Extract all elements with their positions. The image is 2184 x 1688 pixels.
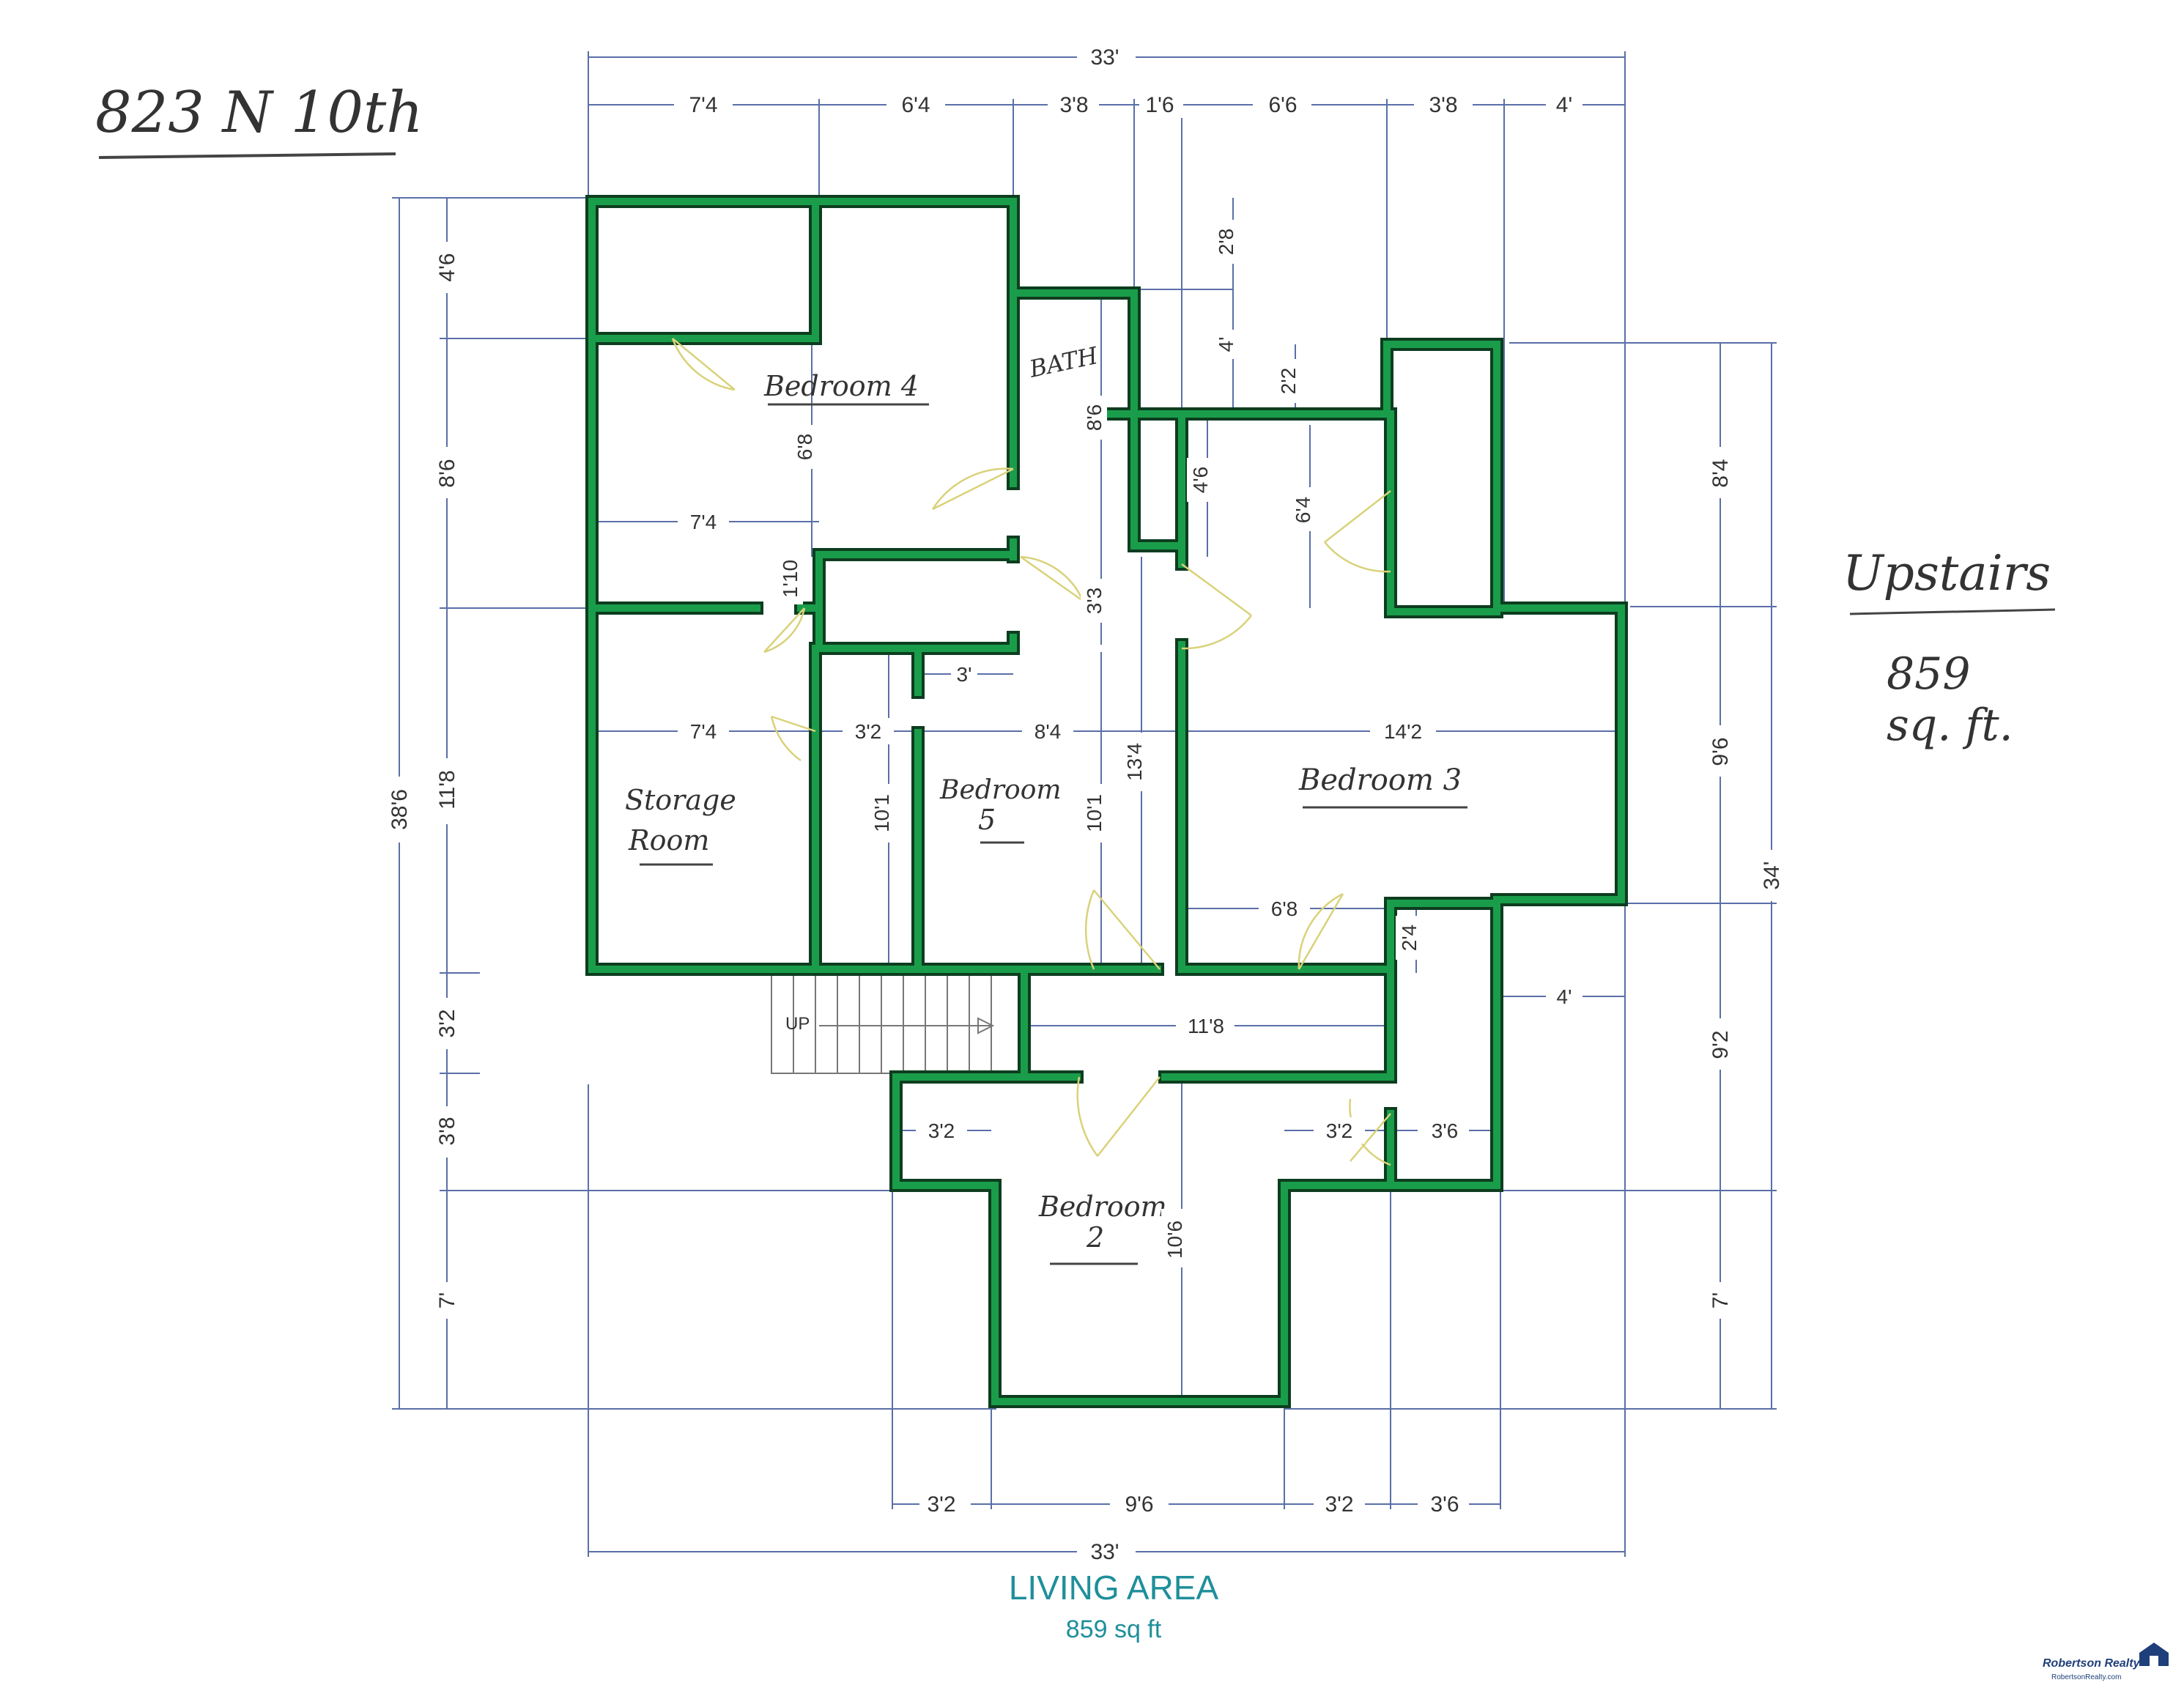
dim-right-2: 9'6 bbox=[1709, 737, 1733, 766]
dim-6-8-b: 6'8 bbox=[1271, 897, 1298, 920]
dim-top-overall: 33' bbox=[1090, 45, 1119, 70]
room-label-bedroom4: Bedroom 4 bbox=[763, 370, 919, 402]
dim-left-3: 11'8 bbox=[435, 770, 459, 810]
room-label-bedroom5-1: Bedroom bbox=[939, 775, 1062, 805]
room-label-bedroom3: Bedroom 3 bbox=[1298, 763, 1462, 797]
room-label-storage-2: Room bbox=[628, 824, 709, 856]
floor-underline bbox=[1849, 608, 2056, 615]
doors bbox=[671, 338, 1391, 1166]
dim-bottom-1: 3'2 bbox=[927, 1492, 955, 1517]
floor-label: Upstairs bbox=[1843, 545, 2051, 601]
interior-dimensions: 2'8 4' 2'2 8'6 6'8 7'4 1'10 4'6 6'4 3'3 … bbox=[678, 220, 1583, 1267]
dim-top-7: 4' bbox=[1556, 93, 1572, 117]
dim-bottom-2: 9'6 bbox=[1125, 1492, 1153, 1517]
dim-2-2: 2'2 bbox=[1277, 368, 1300, 395]
left-dimensions: 38'6 4'6 8'6 11'8 3'2 3'8 7' bbox=[387, 242, 460, 1319]
dim-10-6: 10'6 bbox=[1163, 1221, 1186, 1259]
bottom-dimensions: 3'2 9'6 3'2 3'6 33' bbox=[919, 1491, 1469, 1565]
logo-url: RobertsonRealty.com bbox=[2051, 1673, 2122, 1681]
room-label-bedroom2-2: 2 bbox=[1086, 1221, 1104, 1254]
logo-name: Robertson Realty bbox=[2043, 1657, 2140, 1670]
dim-6-4: 6'4 bbox=[1292, 497, 1314, 524]
stairs-label: UP bbox=[785, 1014, 810, 1034]
dim-right-4: 7' bbox=[1709, 1292, 1733, 1308]
dim-14-2: 14'2 bbox=[1384, 720, 1422, 743]
walls bbox=[585, 195, 1628, 1408]
dim-top-2: 6'4 bbox=[901, 93, 930, 117]
dim-4-b: 4' bbox=[1557, 985, 1572, 1008]
address-label: 823 N 10th bbox=[95, 80, 423, 146]
footer-title: LIVING AREA bbox=[1008, 1569, 1219, 1607]
dim-left-4: 3'2 bbox=[435, 1009, 459, 1037]
dim-4: 4' bbox=[1215, 337, 1237, 352]
dim-2-8: 2'8 bbox=[1215, 229, 1237, 256]
dim-4-6: 4'6 bbox=[1189, 467, 1212, 494]
dim-bottom-4: 3'6 bbox=[1430, 1492, 1459, 1517]
top-dimensions: 33' 7'4 6'4 3'8 1'6 6'6 3'8 4' bbox=[674, 44, 1583, 118]
dim-left-6: 7' bbox=[435, 1292, 459, 1308]
dim-2-4: 2'4 bbox=[1398, 925, 1421, 952]
room-label-storage-1: Storage bbox=[625, 784, 736, 816]
address-underline bbox=[98, 152, 396, 159]
dim-7-4-a: 7'4 bbox=[690, 511, 717, 533]
dim-top-1: 7'4 bbox=[689, 93, 717, 117]
dim-6-8: 6'8 bbox=[793, 434, 816, 461]
dim-bottom-3: 3'2 bbox=[1325, 1492, 1353, 1517]
dim-3-2-c: 3'2 bbox=[1326, 1119, 1353, 1142]
dim-3-2-a: 3'2 bbox=[855, 720, 882, 743]
right-dimensions: 34' 8'4 9'6 9'2 7' bbox=[1707, 447, 1785, 1319]
dim-left-5: 3'8 bbox=[435, 1117, 459, 1145]
dim-left-1: 4'6 bbox=[435, 253, 459, 281]
dim-3-2-b: 3'2 bbox=[928, 1119, 955, 1142]
dim-right-3: 9'2 bbox=[1709, 1030, 1733, 1059]
realty-logo-icon bbox=[2139, 1643, 2169, 1666]
area-unit-label: sq. ft. bbox=[1887, 700, 2013, 751]
dim-right-1: 8'4 bbox=[1709, 459, 1733, 487]
dim-10-1-a: 10'1 bbox=[870, 794, 893, 832]
room-label-bedroom2-1: Bedroom bbox=[1038, 1191, 1167, 1223]
dim-8-4: 8'4 bbox=[1034, 720, 1062, 743]
area-number-label: 859 bbox=[1887, 648, 1971, 700]
dim-7-4-b: 7'4 bbox=[690, 720, 717, 743]
dim-10-1-b: 10'1 bbox=[1083, 794, 1106, 832]
dim-top-4: 1'6 bbox=[1145, 93, 1174, 117]
dim-3-6: 3'6 bbox=[1432, 1119, 1459, 1142]
dim-left-overall: 38'6 bbox=[388, 789, 412, 830]
room-label-bedroom5-2: 5 bbox=[978, 804, 996, 836]
dim-13-4: 13'4 bbox=[1123, 743, 1146, 781]
dim-11-8: 11'8 bbox=[1188, 1015, 1224, 1037]
dim-8-6: 8'6 bbox=[1083, 404, 1106, 432]
dim-bottom-overall: 33' bbox=[1090, 1540, 1119, 1564]
room-label-bath: BATH bbox=[1026, 341, 1101, 383]
dim-3: 3' bbox=[957, 663, 972, 686]
footer-subtitle: 859 sq ft bbox=[1065, 1615, 1162, 1643]
dim-top-6: 3'8 bbox=[1429, 93, 1457, 117]
dim-3-3: 3'3 bbox=[1083, 588, 1106, 615]
dim-top-5: 6'6 bbox=[1268, 93, 1297, 117]
dim-left-2: 8'6 bbox=[435, 459, 459, 487]
dim-right-overall: 34' bbox=[1760, 861, 1784, 889]
dim-1-10: 1'10 bbox=[779, 560, 802, 598]
dim-top-3: 3'8 bbox=[1059, 93, 1088, 117]
